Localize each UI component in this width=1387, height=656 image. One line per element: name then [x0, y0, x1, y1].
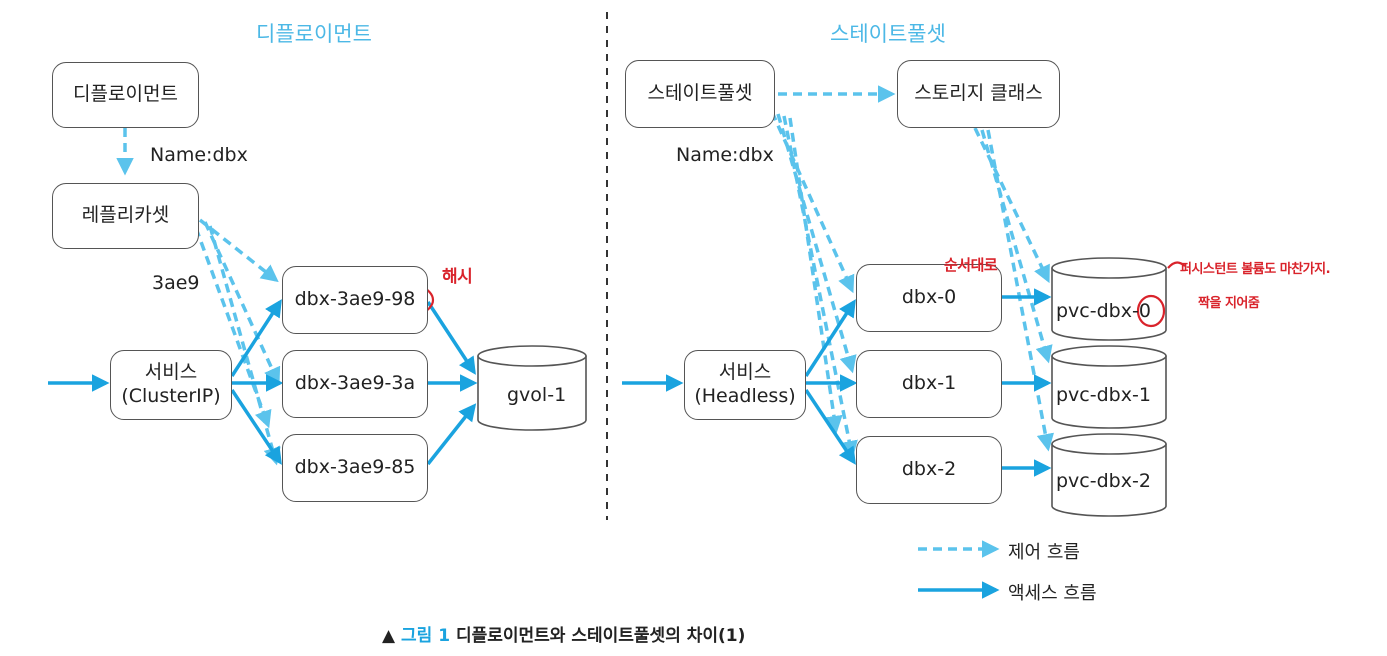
pv-annotation: 퍼시스턴트 볼륨도 마찬가지.: [1180, 262, 1331, 277]
access-arrow: [804, 299, 856, 377]
statefulset-section-title: 스테이트풀셋: [830, 22, 946, 46]
service-label: 서비스: [718, 361, 772, 384]
volume-label: gvol-1: [507, 384, 567, 406]
hash-label: 3ae9: [152, 272, 200, 294]
access-arrow: [426, 403, 477, 466]
access-arrow: [230, 389, 282, 465]
volume-label: pvc-dbx-2: [1056, 470, 1151, 492]
pod-box: dbx-2: [856, 436, 1002, 504]
access-arrow: [230, 299, 282, 377]
control-arrow: [776, 113, 857, 374]
control-arrow: [973, 127, 1050, 284]
volume-label: pvc-dbx-1: [1056, 384, 1151, 406]
control-arrow: [788, 117, 843, 434]
access-arrow: [804, 389, 856, 465]
storage-class-box: 스토리지 클래스: [897, 60, 1060, 128]
deployment-box: 디플로이먼트: [52, 62, 199, 128]
statefulset-name-label: Name:dbx: [676, 144, 774, 166]
control-arrow: [980, 129, 1053, 364]
figure-caption: ▲ 그림 1 디플로이먼트와 스테이트풀셋의 차이(1): [382, 621, 745, 646]
volume-label: pvc-dbx-0: [1056, 300, 1151, 322]
service-headless-box: 서비스 (Headless): [684, 350, 806, 420]
deployment-section-title: 디플로이먼트: [256, 22, 372, 46]
replicaset-box: 레플리카셋: [52, 183, 199, 249]
control-arrow: [208, 225, 281, 466]
pod-box: dbx-1: [856, 350, 1002, 418]
service-type-label: (ClusterIP): [121, 385, 221, 407]
deployment-name-label: Name:dbx: [150, 144, 248, 166]
pod-box: dbx-3ae9-85: [282, 434, 428, 502]
service-clusterip-box: 서비스 (ClusterIP): [110, 350, 232, 420]
control-arrow: [770, 111, 855, 294]
control-arrow: [986, 129, 1055, 452]
volume-cylinder: [1051, 345, 1167, 429]
pv-annotation-2: 짝을 지어줌: [1198, 296, 1260, 311]
control-arrow: [194, 227, 272, 429]
annotation-stroke: [1167, 261, 1186, 269]
pod-box: dbx-3ae9-98: [282, 266, 428, 334]
access-arrow: [426, 301, 476, 375]
caption-figure-number: 그림 1: [401, 626, 451, 646]
order-annotation: 순서대로: [944, 256, 998, 274]
legend-access-label: 액세스 흐름: [1008, 583, 1097, 604]
caption-marker: ▲: [382, 626, 396, 646]
volume-cylinder: [1051, 433, 1167, 517]
pod-box: dbx-3ae9-3a: [282, 350, 428, 418]
service-label: 서비스: [144, 361, 198, 384]
statefulset-box: 스테이트풀셋: [625, 60, 775, 128]
volume-cylinder: [1051, 257, 1167, 341]
control-arrow: [782, 115, 858, 459]
volume-cylinder: [477, 345, 587, 431]
annotation-circle: [1136, 294, 1166, 328]
hash-annotation: 해시: [442, 267, 473, 287]
pod-box: dbx-0: [856, 264, 1002, 332]
service-type-label: (Headless): [694, 385, 796, 407]
legend-control-label: 제어 흐름: [1008, 542, 1080, 563]
caption-text: 디플로이먼트와 스테이트풀셋의 차이(1): [455, 626, 746, 646]
